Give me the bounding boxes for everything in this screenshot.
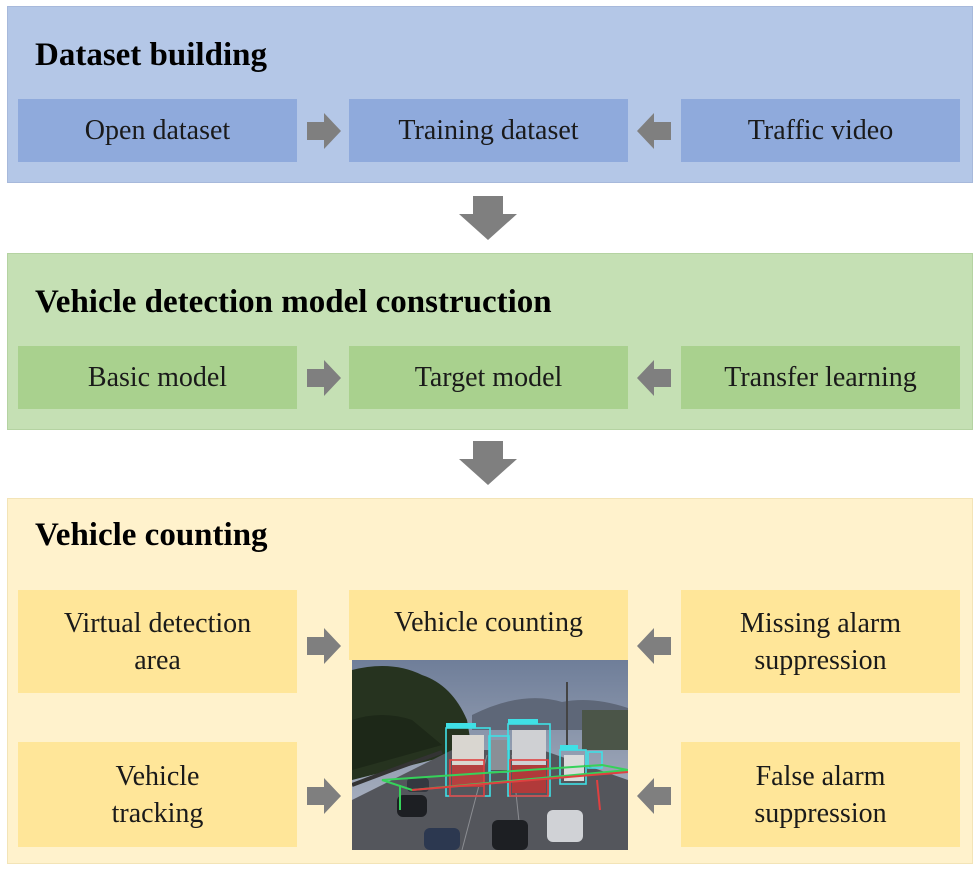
false-alarm-suppression-box: False alarm suppression bbox=[681, 742, 960, 847]
model-construction-title: Vehicle detection model construction bbox=[35, 284, 552, 320]
virtual-detection-area-box: Virtual detection area bbox=[18, 590, 297, 693]
dataset-building-title: Dataset building bbox=[35, 37, 267, 73]
target-model-box: Target model bbox=[349, 346, 628, 409]
right-arrow-icon bbox=[307, 778, 341, 814]
down-arrow-icon bbox=[459, 196, 517, 240]
vehicle-tracking-box: Vehicle tracking bbox=[18, 742, 297, 847]
right-arrow-icon bbox=[307, 628, 341, 664]
down-arrow-icon bbox=[459, 441, 517, 485]
basic-model-box: Basic model bbox=[18, 346, 297, 409]
training-dataset-box: Training dataset bbox=[349, 99, 628, 162]
vehicle-counting-title: Vehicle counting bbox=[35, 517, 268, 553]
right-arrow-icon bbox=[307, 360, 341, 396]
left-arrow-icon bbox=[637, 628, 671, 664]
right-arrow-icon bbox=[307, 113, 341, 149]
left-arrow-icon bbox=[637, 113, 671, 149]
transfer-learning-box: Transfer learning bbox=[681, 346, 960, 409]
vehicle-counting-box: Vehicle counting bbox=[349, 590, 628, 660]
left-arrow-icon bbox=[637, 360, 671, 396]
left-arrow-icon bbox=[637, 778, 671, 814]
traffic-detection-photo bbox=[352, 660, 628, 850]
missing-alarm-suppression-box: Missing alarm suppression bbox=[681, 590, 960, 693]
open-dataset-box: Open dataset bbox=[18, 99, 297, 162]
traffic-video-box: Traffic video bbox=[681, 99, 960, 162]
